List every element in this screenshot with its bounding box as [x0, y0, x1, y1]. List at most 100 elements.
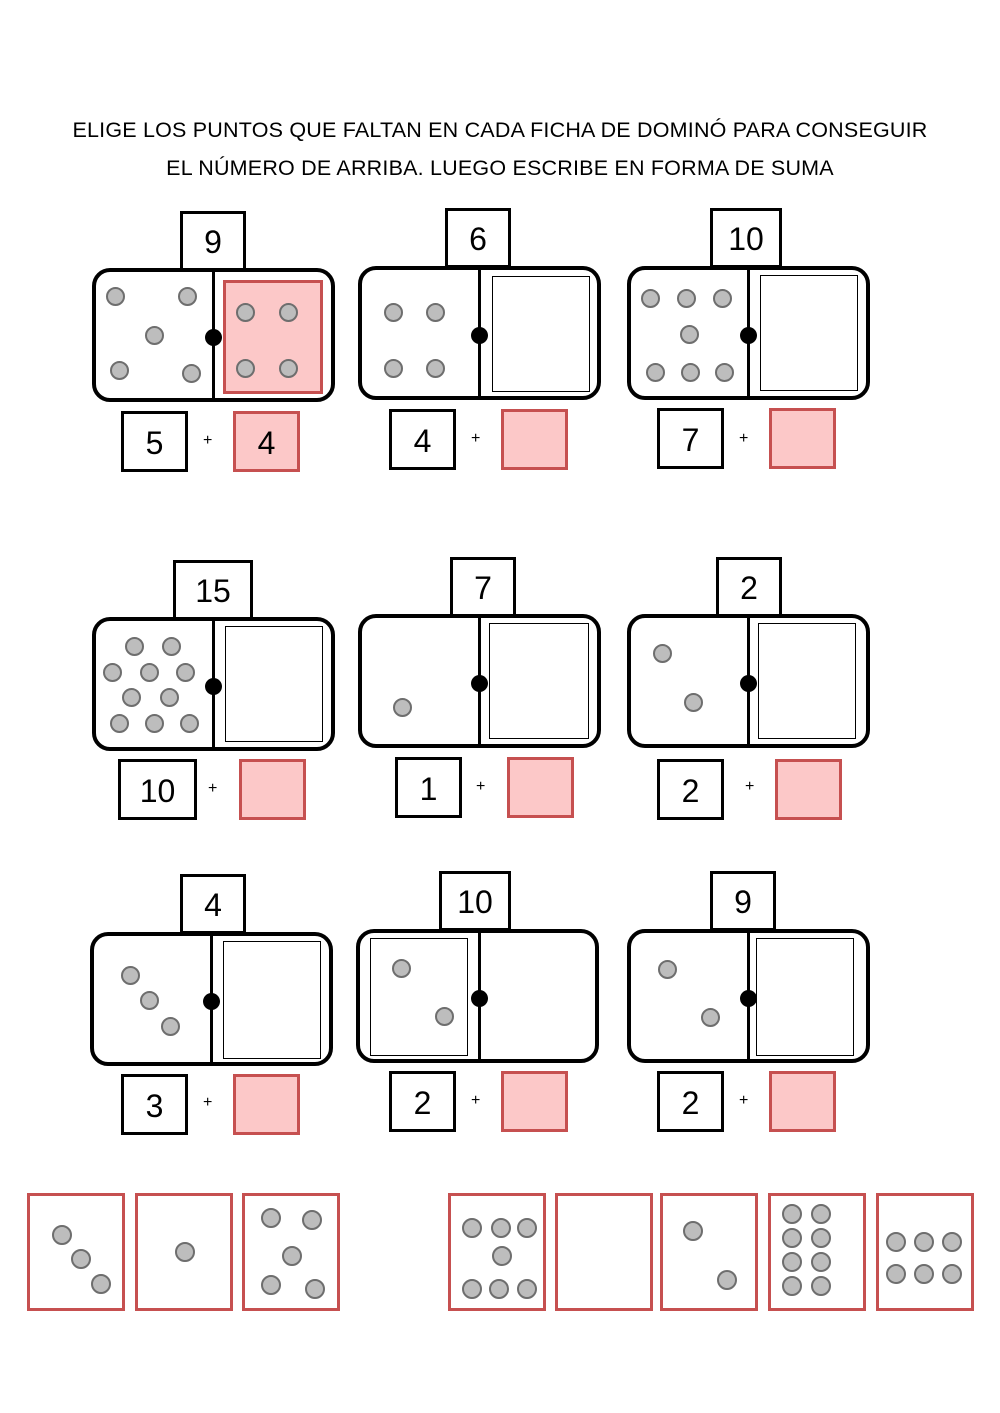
answer-input[interactable] [239, 759, 306, 820]
target-number: 9 [710, 871, 776, 931]
dot [942, 1232, 962, 1252]
domino-tile [90, 932, 333, 1066]
answer-input[interactable] [769, 1071, 836, 1132]
drop-slot[interactable] [223, 280, 323, 394]
drop-slot[interactable] [370, 938, 468, 1056]
addend-box: 2 [657, 759, 724, 820]
domino-center-pin [740, 675, 757, 692]
domino-center-pin [471, 990, 488, 1007]
target-number: 10 [439, 871, 511, 931]
domino-center-pin [205, 329, 222, 346]
dot [491, 1218, 511, 1238]
dot [782, 1228, 802, 1248]
plus-sign: + [739, 430, 749, 447]
dot [426, 303, 445, 322]
dot [145, 326, 164, 345]
dot [646, 363, 665, 382]
dot [492, 1246, 512, 1266]
draggable-dot-tile-7[interactable] [448, 1193, 546, 1311]
dot [426, 359, 445, 378]
draggable-dot-tile-0[interactable] [555, 1193, 653, 1311]
dot [811, 1276, 831, 1296]
dot [489, 1279, 509, 1299]
drop-slot[interactable] [756, 938, 854, 1056]
dot [914, 1232, 934, 1252]
dot [658, 960, 677, 979]
domino-tile [627, 614, 870, 748]
draggable-dot-tile-3[interactable] [27, 1193, 125, 1311]
plus-sign: + [471, 430, 481, 447]
drop-slot[interactable] [492, 276, 590, 392]
target-number: 7 [450, 557, 516, 617]
answer-input[interactable] [501, 1071, 568, 1132]
dot [392, 959, 411, 978]
dot [393, 698, 412, 717]
addend-box: 3 [121, 1074, 188, 1135]
dot [713, 289, 732, 308]
answer-input[interactable] [775, 759, 842, 820]
dot [279, 359, 298, 378]
dot [110, 714, 129, 733]
dot [305, 1279, 325, 1299]
plus-sign: + [203, 432, 213, 449]
plus-sign: + [471, 1092, 481, 1109]
domino-tile [358, 614, 601, 748]
dot [110, 361, 129, 380]
drop-slot[interactable] [760, 275, 858, 391]
dot [103, 663, 122, 682]
dot [161, 1017, 180, 1036]
plus-sign: + [203, 1094, 213, 1111]
dot [811, 1204, 831, 1224]
dot [52, 1225, 72, 1245]
answer-input[interactable] [233, 1074, 300, 1135]
dot [302, 1210, 322, 1230]
target-number: 9 [180, 211, 246, 271]
dot [160, 688, 179, 707]
dot [261, 1208, 281, 1228]
domino-center-pin [471, 327, 488, 344]
dot [715, 363, 734, 382]
dot [279, 303, 298, 322]
addend-box: 1 [395, 757, 462, 818]
plus-sign: + [208, 780, 218, 797]
dot [782, 1204, 802, 1224]
draggable-dot-tile-1[interactable] [135, 1193, 233, 1311]
dot [517, 1279, 537, 1299]
plus-sign: + [739, 1092, 749, 1109]
dot [282, 1246, 302, 1266]
dot [717, 1270, 737, 1290]
domino-tile [627, 929, 870, 1063]
domino-tile [627, 266, 870, 400]
dot [681, 363, 700, 382]
drop-slot[interactable] [223, 941, 321, 1059]
addend-box: 7 [657, 408, 724, 469]
drop-slot[interactable] [489, 623, 589, 739]
drop-slot[interactable] [758, 623, 856, 739]
addend-box: 5 [121, 411, 188, 472]
dot [125, 637, 144, 656]
dot [236, 303, 255, 322]
draggable-dot-tile-10[interactable] [768, 1193, 866, 1311]
draggable-dot-tile-2[interactable] [660, 1193, 758, 1311]
drop-slot[interactable] [225, 626, 323, 742]
answer-input[interactable]: 4 [233, 411, 300, 472]
draggable-dot-tile-6[interactable] [876, 1193, 974, 1311]
dot [261, 1275, 281, 1295]
dot [680, 325, 699, 344]
dot [91, 1274, 111, 1294]
answer-input[interactable] [507, 757, 574, 818]
answer-input[interactable] [501, 409, 568, 470]
dot [140, 663, 159, 682]
answer-input[interactable] [769, 408, 836, 469]
dot [175, 1242, 195, 1262]
addend-box: 4 [389, 409, 456, 470]
draggable-dot-tile-5[interactable] [242, 1193, 340, 1311]
dot [782, 1276, 802, 1296]
dot [653, 644, 672, 663]
addend-box: 10 [118, 759, 197, 820]
dot [384, 303, 403, 322]
dot [914, 1264, 934, 1284]
dot [782, 1252, 802, 1272]
dot [435, 1007, 454, 1026]
dot [236, 359, 255, 378]
